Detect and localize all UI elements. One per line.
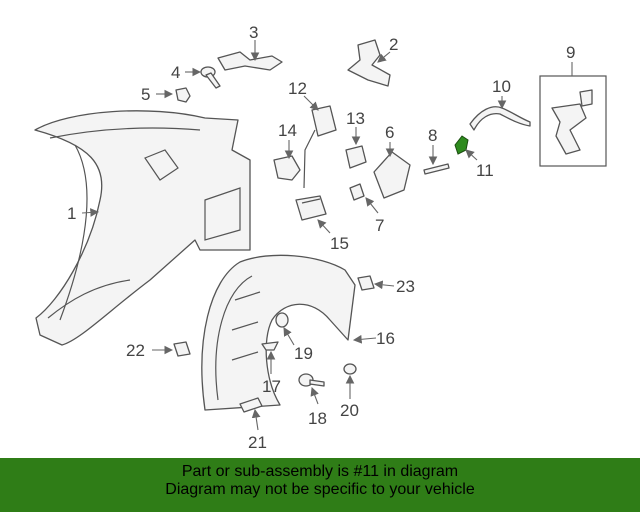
callout-6: 6 (385, 123, 394, 142)
part-14-actuator (273, 155, 301, 181)
part-19-grommet (275, 312, 289, 328)
callout-8: 8 (428, 126, 437, 145)
part-12-housing (303, 105, 337, 189)
part-7-pad (349, 183, 365, 201)
callout-1: 1 (67, 204, 76, 223)
part-5-clip (175, 87, 191, 103)
part-3-bracket (217, 51, 283, 71)
callout-4: 4 (171, 63, 180, 82)
callout-7: 7 (375, 216, 384, 235)
parts-diagram: 1 2 3 4 5 6 7 8 9 10 11 12 13 14 15 16 1… (34, 23, 607, 452)
part-2-bracket (347, 39, 391, 87)
callout-9: 9 (566, 43, 575, 62)
callout-14: 14 (278, 121, 297, 140)
part-21-bolt (239, 397, 263, 413)
callout-15: 15 (330, 234, 349, 253)
part-9-kit-box (539, 75, 607, 167)
info-banner: Part or sub-assembly is #11 in diagram D… (0, 458, 640, 512)
leader-lines (81, 40, 573, 431)
callout-11: 11 (476, 161, 494, 180)
callout-2: 2 (389, 35, 398, 54)
callout-17: 17 (262, 377, 281, 396)
part-18-bolt (298, 373, 325, 387)
callout-5: 5 (141, 85, 150, 104)
callout-12: 12 (288, 79, 307, 98)
banner-line-1: Part or sub-assembly is #11 in diagram (181, 463, 459, 480)
part-23-clip (357, 275, 375, 291)
part-22-clip (173, 341, 191, 357)
part-16-wheel-liner (201, 254, 356, 411)
part-13-bumper (345, 145, 367, 169)
callout-16: 16 (376, 329, 395, 348)
quarter-panel (34, 110, 251, 346)
part-10-hinge (469, 106, 531, 131)
callout-22: 22 (126, 341, 145, 360)
callout-19: 19 (294, 344, 313, 363)
callout-13: 13 (346, 109, 365, 128)
callout-21: 21 (248, 433, 267, 452)
part-6-fuel-door (373, 151, 411, 199)
part-17-screw (261, 341, 279, 351)
part-11-highlighted (454, 135, 469, 155)
callout-10: 10 (492, 77, 511, 96)
callout-20: 20 (340, 401, 359, 420)
part-8-rod (423, 163, 450, 175)
callout-23: 23 (396, 277, 415, 296)
banner-line-2: Diagram may not be specific to your vehi… (165, 481, 475, 498)
callout-3: 3 (249, 23, 258, 42)
callout-18: 18 (308, 409, 327, 428)
part-15-block (295, 195, 327, 221)
part-20-screw (343, 363, 357, 375)
part-4-bolt (200, 66, 221, 89)
